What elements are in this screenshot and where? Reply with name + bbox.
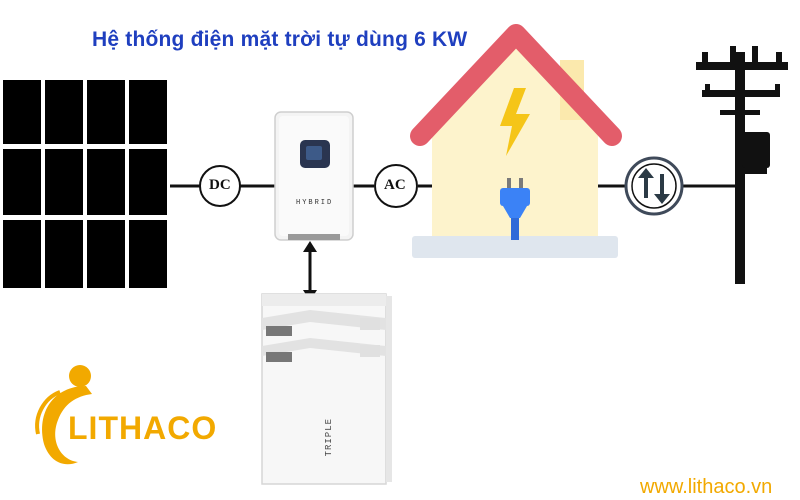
- battery-brand-label: TRIPLE: [324, 418, 334, 457]
- dc-connector-circle: [199, 165, 241, 207]
- lithaco-logo-icon: [35, 365, 92, 465]
- up-down-arrows-icon: [638, 168, 670, 204]
- ac-connector-circle: [374, 164, 418, 208]
- website-url[interactable]: www.lithaco.vn: [640, 476, 773, 498]
- battery-storage: [261, 293, 392, 485]
- inverter-battery-arrow: [303, 241, 317, 301]
- ac-label: AC: [384, 177, 406, 193]
- logo-text: LITHACO: [68, 410, 218, 446]
- diagram-title: Hệ thống điện mặt trời tự dùng 6 KW: [92, 28, 468, 51]
- house: [410, 24, 622, 258]
- lightning-icon: [500, 88, 530, 156]
- bidirectional-meter: [624, 156, 684, 216]
- utility-pole: [696, 46, 788, 284]
- inverter-label: HYBRID: [296, 199, 334, 207]
- hybrid-inverter: [274, 111, 354, 241]
- solar-panel-array: [2, 78, 170, 290]
- plug-icon: [500, 178, 530, 240]
- dc-label: DC: [209, 177, 231, 193]
